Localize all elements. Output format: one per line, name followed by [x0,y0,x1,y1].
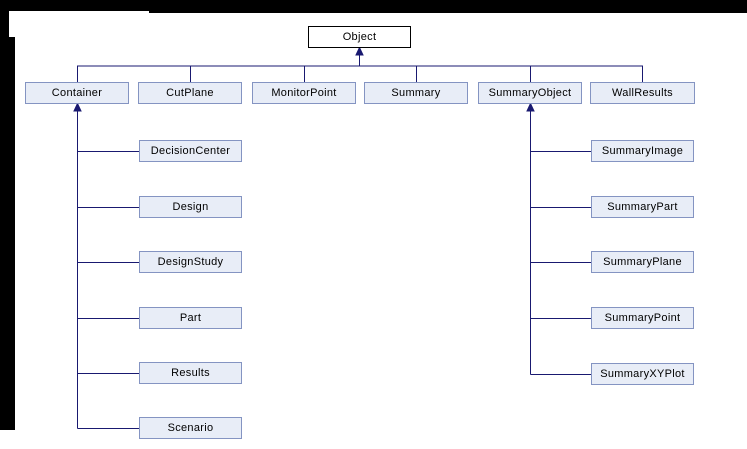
class-node-part[interactable]: Part [139,307,242,329]
page-edge-top-left [0,0,149,11]
class-node-results[interactable]: Results [139,362,242,384]
class-node-designstudy[interactable]: DesignStudy [139,251,242,273]
class-node-scenario[interactable]: Scenario [139,417,242,439]
class-node-design[interactable]: Design [139,196,242,218]
page-edge-left-lower [0,37,15,430]
class-node-object[interactable]: Object [308,26,411,48]
class-node-summaryobject[interactable]: SummaryObject [478,82,582,104]
arrowhead-container [73,102,82,112]
class-node-cutplane[interactable]: CutPlane [138,82,242,104]
class-node-summaryplane[interactable]: SummaryPlane [591,251,694,273]
class-node-wallresults[interactable]: WallResults [590,82,695,104]
page-edge-left-upper [0,11,9,37]
class-node-summary[interactable]: Summary [364,82,468,104]
class-node-summarypart[interactable]: SummaryPart [591,196,694,218]
class-node-summarypoint[interactable]: SummaryPoint [591,307,694,329]
class-node-monitorpoint[interactable]: MonitorPoint [252,82,356,104]
arrowhead-summaryobject [526,102,535,112]
class-node-decisioncenter[interactable]: DecisionCenter [139,140,242,162]
edge-summaryobject-children [526,102,591,375]
edge-container-children [73,102,139,429]
edge-object-rail [77,46,643,82]
class-node-summaryxyplot[interactable]: SummaryXYPlot [591,363,694,385]
class-node-container[interactable]: Container [25,82,129,104]
page-edge-top-right [149,0,747,13]
arrowhead-object [355,46,364,56]
class-node-summaryimage[interactable]: SummaryImage [591,140,694,162]
